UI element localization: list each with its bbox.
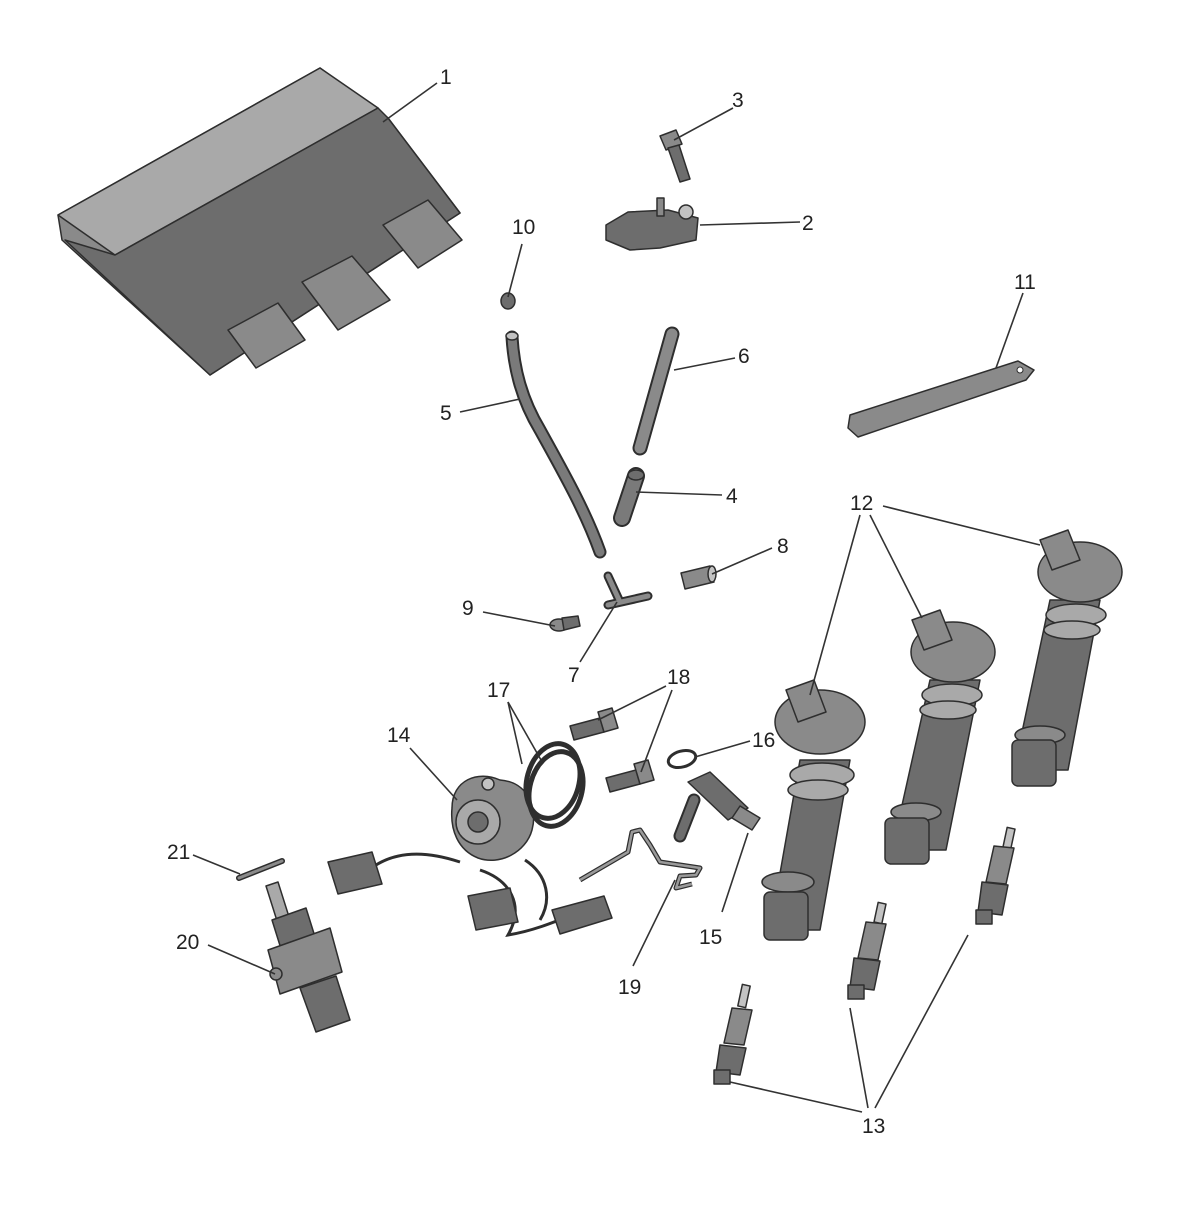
spark-plug — [975, 826, 1016, 925]
callout-19: 19 — [618, 976, 641, 999]
leader-lines — [192, 82, 1041, 1113]
callout-17: 17 — [487, 679, 510, 702]
callout-labels: 1 2 3 4 5 6 7 8 9 10 11 12 13 14 15 16 1… — [167, 66, 1036, 1138]
map-sensor — [605, 197, 699, 251]
spark-plug — [713, 983, 753, 1085]
bent-vacuum-line — [505, 330, 607, 559]
retaining-pin — [236, 858, 285, 881]
small-screw — [549, 615, 581, 632]
mounting-strap — [847, 360, 1035, 438]
callout-6: 6 — [738, 345, 750, 368]
callout-16: 16 — [752, 729, 775, 752]
t-fitting — [603, 571, 653, 610]
callout-7: 7 — [568, 664, 580, 687]
callout-1: 1 — [440, 66, 452, 89]
callout-8: 8 — [777, 535, 789, 558]
callout-20: 20 — [176, 931, 199, 954]
callout-3: 3 — [732, 89, 744, 112]
temperature-sensor — [673, 771, 761, 843]
ignition-coil — [1011, 529, 1123, 787]
coolant-temperature-sensor — [265, 881, 351, 1033]
callout-5: 5 — [440, 402, 452, 425]
callout-13: 13 — [862, 1115, 885, 1138]
hose-sleeve — [680, 565, 717, 590]
engine-control-module — [57, 67, 463, 376]
callout-10: 10 — [512, 216, 535, 239]
short-hose — [613, 467, 645, 527]
callout-12: 12 — [850, 492, 873, 515]
o-ring-large — [523, 741, 586, 829]
throttle-position-sensor — [327, 775, 613, 937]
callout-15: 15 — [699, 926, 722, 949]
callout-9: 9 — [462, 597, 474, 620]
sensor-bolt — [569, 707, 619, 741]
callout-18: 18 — [667, 666, 690, 689]
spark-plug — [847, 901, 887, 1000]
cap-plug — [500, 292, 516, 310]
straight-hose — [632, 326, 680, 456]
sensor-bolt — [605, 759, 655, 793]
wire-clip — [578, 827, 703, 891]
callout-2: 2 — [802, 212, 814, 235]
o-ring-small — [666, 748, 698, 770]
callout-4: 4 — [726, 485, 738, 508]
callout-11: 11 — [1014, 271, 1036, 294]
sensor-screw — [659, 129, 691, 183]
ignition-coil — [761, 679, 866, 941]
ignition-coil — [884, 609, 996, 865]
callout-14: 14 — [387, 724, 411, 747]
callout-21: 21 — [167, 841, 190, 864]
